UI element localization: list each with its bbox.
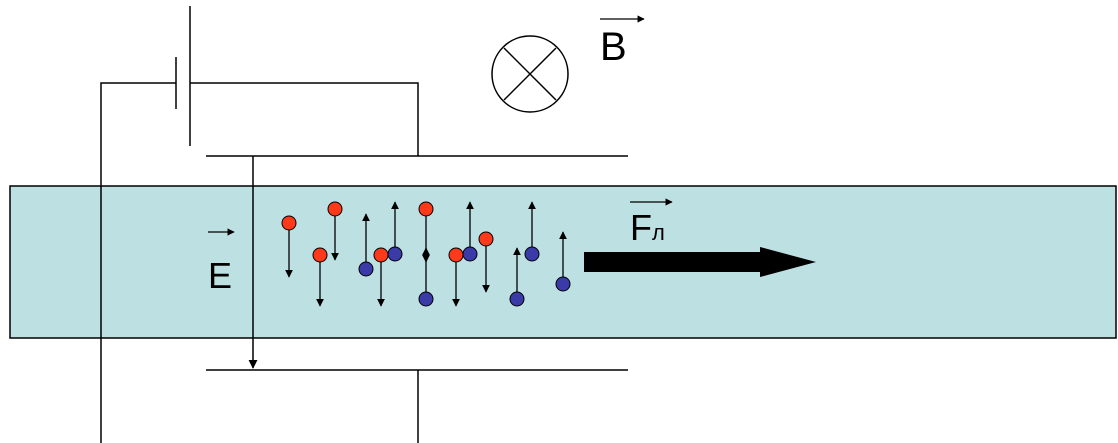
- negative-charge: [387, 246, 403, 262]
- left-wire: [100, 82, 176, 443]
- top-right-wire: [190, 82, 419, 156]
- electric-field-label: E: [208, 228, 235, 296]
- circuit-wires: [100, 82, 419, 443]
- b-label-text: B: [600, 25, 627, 69]
- f-label-text: Fл: [630, 207, 665, 248]
- negative-charge: [358, 261, 374, 277]
- positive-charge: [312, 247, 328, 263]
- positive-charge: [281, 215, 297, 231]
- positive-charge: [418, 201, 434, 217]
- positive-charge: [448, 247, 464, 263]
- magnetic-field-label: B: [600, 15, 645, 69]
- positive-charge: [327, 201, 343, 217]
- charges: [281, 201, 571, 307]
- negative-charge: [524, 246, 540, 262]
- battery-icon: [175, 6, 191, 146]
- e-label-text: E: [208, 255, 232, 296]
- negative-charge: [418, 291, 434, 307]
- negative-charge: [555, 276, 571, 292]
- negative-charge: [509, 291, 525, 307]
- lorentz-force-arrow: [584, 247, 816, 277]
- positive-charge: [478, 231, 494, 247]
- negative-charge: [462, 246, 478, 262]
- lorentz-force-label: Fл: [630, 198, 673, 248]
- into-page-cross-circle-icon: [491, 35, 569, 113]
- positive-charge: [373, 247, 389, 263]
